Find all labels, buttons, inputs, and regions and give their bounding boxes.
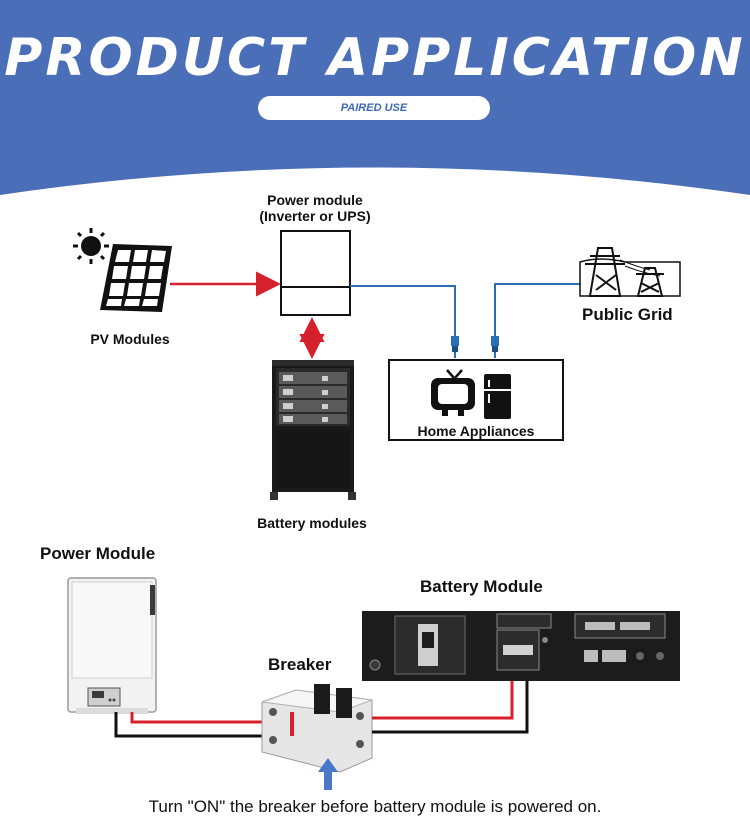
inverter-ac-line [350, 285, 456, 336]
power-module-label-line2: (Inverter or UPS) [259, 208, 371, 224]
inverter-device [67, 577, 157, 714]
grid-ac-plug [491, 336, 499, 358]
push-arrow [318, 758, 338, 790]
power-module-box [280, 230, 351, 316]
sun-icon [73, 228, 109, 264]
battery-modules-label: Battery modules [257, 515, 367, 531]
power-tower-icon [579, 247, 681, 297]
inverter-ac-plug [451, 336, 459, 358]
instruction-text: Turn "ON" the breaker before battery mod… [148, 797, 602, 816]
battery-module-title: Battery Module [420, 577, 543, 596]
home-appliances-label: Home Appliances [417, 423, 535, 439]
battery-cabinet [270, 360, 356, 500]
power-module-label-line1: Power module [267, 192, 363, 208]
inverter-breaker-wires [114, 712, 290, 738]
pv-modules-label: PV Modules [90, 331, 170, 347]
page-title: PRODUCT APPLICATION [4, 28, 746, 88]
battery-module-device [362, 611, 680, 681]
home-appliances-box [388, 359, 564, 441]
breaker-battery-wires [372, 664, 529, 734]
public-grid-label: Public Grid [582, 305, 673, 324]
paired-use-badge: PAIRED USE [258, 96, 490, 120]
breaker-title: Breaker [268, 655, 332, 674]
refrigerator-icon [484, 374, 511, 419]
grid-ac-line [494, 283, 580, 336]
solar-panel-icon [100, 244, 172, 312]
tv-icon [431, 369, 475, 416]
power-module-title: Power Module [40, 544, 156, 563]
breaker-device [261, 684, 373, 773]
power-module-label: Power module (Inverter or UPS) [230, 192, 400, 224]
